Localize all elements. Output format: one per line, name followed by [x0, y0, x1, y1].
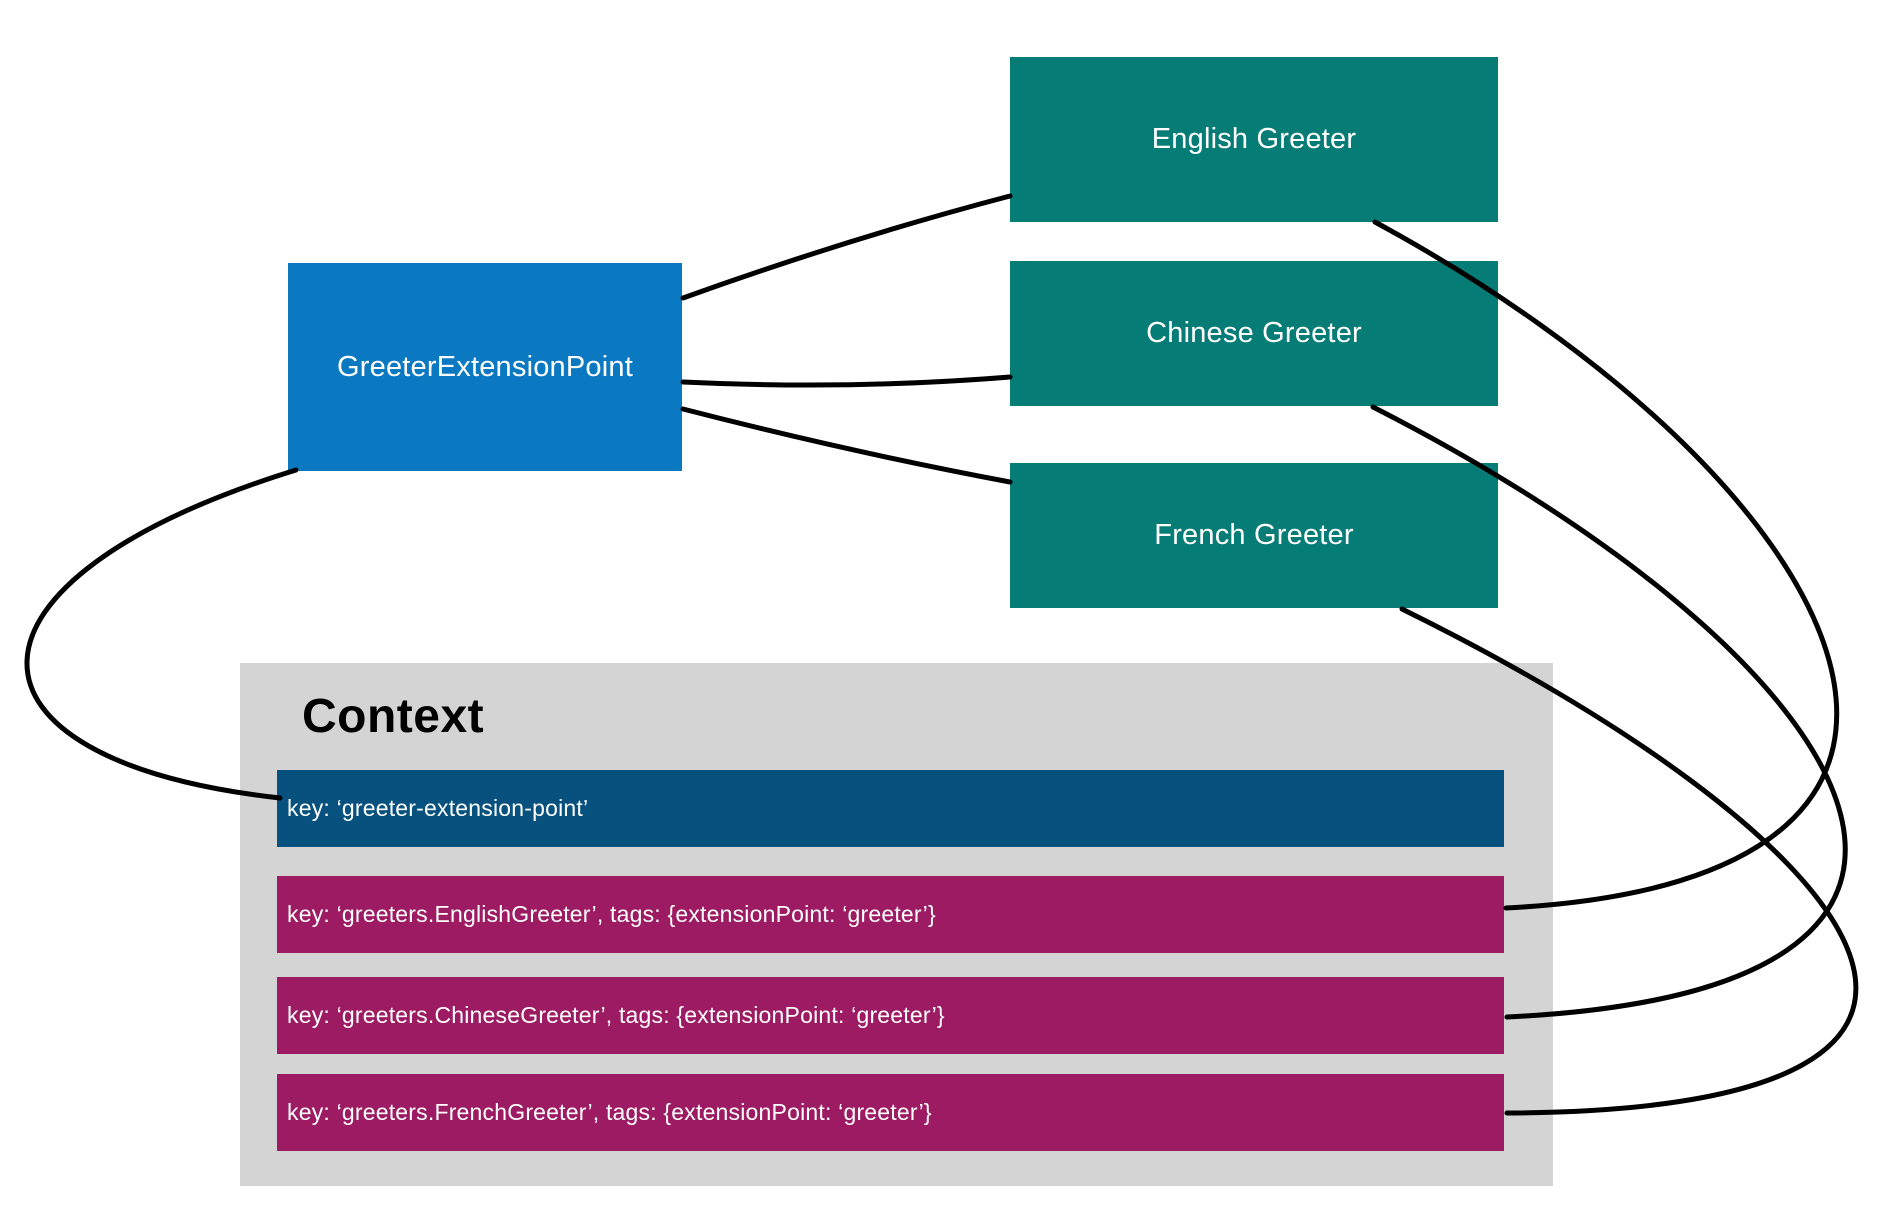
- context-entry-chinese-greeter-text: key: ‘greeters.ChineseGreeter’, tags: {e…: [287, 1002, 945, 1028]
- wire-extension-point-to-chinese: [680, 374, 1013, 388]
- greeter-node-french-label: French Greeter: [1154, 519, 1354, 551]
- greeter-node-english: English Greeter: [1010, 57, 1498, 222]
- greeter-node-english-label: English Greeter: [1151, 123, 1357, 155]
- extension-point-node: GreeterExtensionPoint: [288, 263, 682, 471]
- greeter-node-chinese: Chinese Greeter: [1010, 261, 1498, 406]
- context-entry-chinese-greeter: key: ‘greeters.ChineseGreeter’, tags: {e…: [277, 977, 1504, 1054]
- context-entry-english-greeter-text: key: ‘greeters.EnglishGreeter’, tags: {e…: [287, 901, 936, 927]
- extension-point-label: GreeterExtensionPoint: [337, 350, 633, 383]
- greeter-node-french: French Greeter: [1010, 463, 1498, 608]
- context-entry-extension-point-key-text: key: ‘greeter-extension-point’: [287, 795, 589, 821]
- context-entry-french-greeter-text: key: ‘greeters.FrenchGreeter’, tags: {ex…: [287, 1099, 932, 1125]
- context-entry-english-greeter: key: ‘greeters.EnglishGreeter’, tags: {e…: [277, 876, 1504, 953]
- context-entry-extension-point-key: key: ‘greeter-extension-point’: [277, 770, 1504, 847]
- context-title: Context: [302, 690, 485, 743]
- context-entry-french-greeter: key: ‘greeters.FrenchGreeter’, tags: {ex…: [277, 1074, 1504, 1151]
- wire-extension-point-to-english: [680, 193, 1013, 301]
- context-panel: Context key: ‘greeter-extension-point’ k…: [240, 663, 1553, 1186]
- greeter-node-chinese-label: Chinese Greeter: [1146, 317, 1362, 349]
- wire-extension-point-to-french: [680, 406, 1013, 485]
